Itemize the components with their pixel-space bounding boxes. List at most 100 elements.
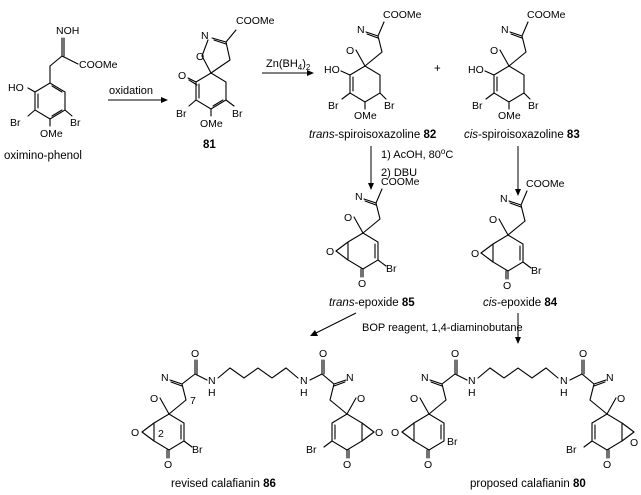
arrowhead xyxy=(515,189,521,196)
atom-n: N xyxy=(468,375,476,387)
atom-o: O xyxy=(489,214,497,226)
atom-coome: COOMe xyxy=(526,178,565,190)
oximino-phenol-structure xyxy=(27,37,79,127)
compound-80-structure xyxy=(401,359,635,459)
atom-h: H xyxy=(468,387,476,399)
compound-81-structure xyxy=(187,29,237,117)
atom-h: H xyxy=(300,387,308,399)
reagent-bop: BOP reagent, 1,4-diaminobutane xyxy=(362,322,523,334)
atom-br: Br xyxy=(472,100,483,112)
label-oximino-phenol: oximino-phenol xyxy=(4,150,82,162)
atom-o-ketone: O xyxy=(343,459,351,471)
atom-br: Br xyxy=(386,263,397,275)
label-84: cis-epoxide 84 xyxy=(483,297,558,309)
reagent-step1: 1) AcOH, 80oC xyxy=(381,147,453,161)
atom-br: Br xyxy=(192,444,203,456)
atom-o-ketone: O xyxy=(424,459,432,471)
atom-o-ketone: O xyxy=(358,278,366,290)
atom-n: N xyxy=(606,372,614,384)
atom-o-epoxide: O xyxy=(391,427,399,439)
label-86: revised calafianin 86 xyxy=(171,478,276,490)
label-82: trans-spiroisoxazoline 82 xyxy=(309,129,436,141)
atom-n: N xyxy=(201,30,209,42)
reagent-oxidation: oxidation xyxy=(109,85,153,97)
atom-o: O xyxy=(319,348,327,360)
atom-br: Br xyxy=(531,265,542,277)
compound-82-structure xyxy=(340,21,387,110)
atom-br: Br xyxy=(176,108,187,120)
atom-n: N xyxy=(346,372,354,384)
atom-o: O xyxy=(579,348,587,360)
atom-o: O xyxy=(344,212,352,224)
atom-n: N xyxy=(300,375,308,387)
atom-o-epoxide: O xyxy=(375,427,383,439)
atom-ho: HO xyxy=(468,64,484,76)
compound-83-structure xyxy=(484,21,531,110)
atom-n: N xyxy=(355,191,363,203)
atom-br: Br xyxy=(566,444,577,456)
arrowhead xyxy=(310,330,318,336)
atom-o-epoxide: O xyxy=(131,427,139,439)
compound-84-structure xyxy=(480,190,532,280)
atom-o: O xyxy=(178,70,186,82)
label-81: 81 xyxy=(203,139,216,151)
atom-o: O xyxy=(410,393,418,405)
atom-o-epoxide: O xyxy=(630,437,638,449)
arrowhead xyxy=(368,183,374,190)
atom-noh: NOH xyxy=(56,25,79,37)
atom-ho: HO xyxy=(324,64,340,76)
atom-o-epoxide: O xyxy=(471,248,479,260)
atom-h: H xyxy=(208,387,216,399)
label-80: proposed calafianin 80 xyxy=(470,478,586,490)
atom-coome: COOMe xyxy=(79,59,118,71)
atom-br: Br xyxy=(306,444,317,456)
atom-br: Br xyxy=(10,117,21,129)
label-85: trans-epoxide 85 xyxy=(329,297,415,309)
atom-n: N xyxy=(208,375,216,387)
atom-br: Br xyxy=(528,100,539,112)
atom-o: O xyxy=(191,348,199,360)
atom-coome: COOMe xyxy=(383,9,422,21)
reagent-znbh4: Zn(BH4)2 xyxy=(266,58,311,72)
atom-coome: COOMe xyxy=(236,15,275,27)
atom-br: Br xyxy=(70,117,81,129)
atom-o-ketone: O xyxy=(603,459,611,471)
atom-coome: COOMe xyxy=(527,9,566,21)
atom-o: O xyxy=(451,348,459,360)
atom-o-ketone: O xyxy=(164,459,172,471)
atom-br: Br xyxy=(232,108,243,120)
atom-ome: OMe xyxy=(40,128,63,140)
arrow-85-to-86 xyxy=(313,312,357,335)
atom-br: Br xyxy=(384,100,395,112)
reagent-step2: 2) DBU xyxy=(381,167,417,179)
atom-ome: OMe xyxy=(354,110,377,122)
plus-sign: + xyxy=(434,63,441,75)
atom-n: N xyxy=(501,24,509,36)
atom-n: N xyxy=(560,375,568,387)
arrowhead xyxy=(515,337,521,344)
arrowhead xyxy=(307,70,314,76)
atom-o-ketone: O xyxy=(503,280,511,292)
atom-oh: HO xyxy=(8,82,24,94)
atom-o: O xyxy=(196,51,204,63)
locant-7: 7 xyxy=(190,395,196,407)
compound-85-structure xyxy=(335,188,387,278)
atom-o: O xyxy=(346,45,354,57)
atom-n: N xyxy=(500,193,508,205)
atom-o: O xyxy=(150,393,158,405)
locant-2: 2 xyxy=(158,428,164,440)
atom-br: Br xyxy=(447,436,458,448)
atom-n: N xyxy=(357,24,365,36)
atom-o: O xyxy=(357,393,365,405)
atom-n: N xyxy=(421,372,429,384)
atom-coome: COOMe xyxy=(381,176,420,188)
arrowhead xyxy=(161,97,168,103)
atom-ome: OMe xyxy=(200,118,223,130)
atom-o-epoxide: O xyxy=(326,246,334,258)
label-83: cis-spiroisoxazoline 83 xyxy=(464,129,580,141)
atom-o: O xyxy=(490,45,498,57)
atom-br: Br xyxy=(328,100,339,112)
atom-n: N xyxy=(161,372,169,384)
atom-o: O xyxy=(617,393,625,405)
